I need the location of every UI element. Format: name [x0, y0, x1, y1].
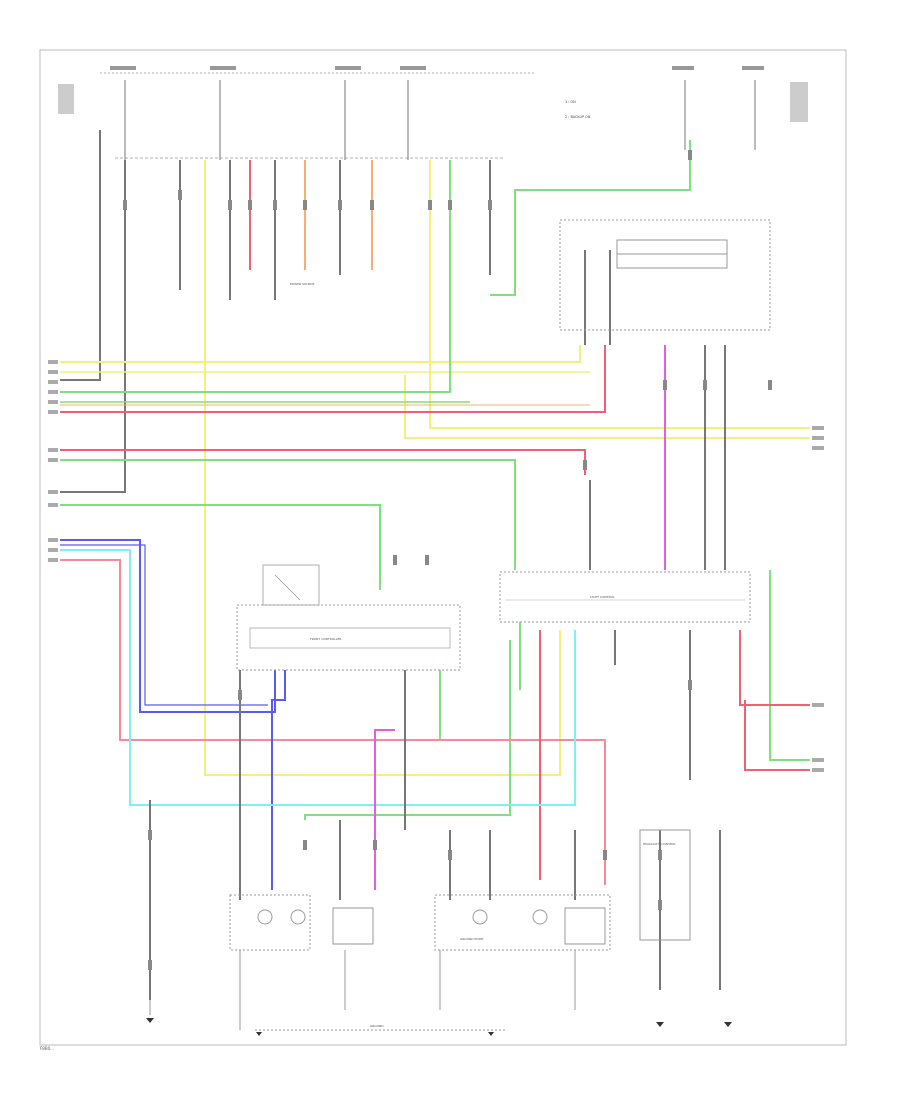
legend-line-1: 1 : ON	[565, 100, 576, 104]
bottom-block-label: GROUND POINT	[460, 937, 484, 941]
diagram-frame	[39, 49, 847, 1046]
left-wire-ends	[48, 360, 58, 562]
front-controller-block: FRONT CONTROLLER	[236, 564, 461, 671]
ground-bus	[149, 950, 576, 1031]
fuse-drops	[124, 80, 756, 160]
connector-ticks	[123, 150, 772, 970]
main-control-block: LIGHT CONTROL	[499, 571, 751, 623]
relay-block	[559, 219, 771, 331]
right-wire-ends	[812, 426, 824, 772]
ground-symbols	[146, 1018, 732, 1036]
front-controller-label: FRONT CONTROLLER	[310, 637, 342, 641]
top-fuse-labels	[58, 66, 808, 122]
source-label: POWER SOURCE	[290, 282, 315, 286]
lower-right-box: HEADLIGHT CONTROL	[639, 829, 691, 941]
main-block-label: LIGHT CONTROL	[590, 595, 615, 599]
page-id: F8B0...	[40, 1046, 54, 1051]
wire-harness	[60, 130, 810, 1000]
ground-label: GROUND	[370, 1024, 384, 1028]
bottom-components	[229, 894, 611, 951]
lower-right-label: HEADLIGHT CONTROL	[643, 842, 676, 846]
legend-line-2: 2 : BACKUP ON	[565, 115, 591, 119]
